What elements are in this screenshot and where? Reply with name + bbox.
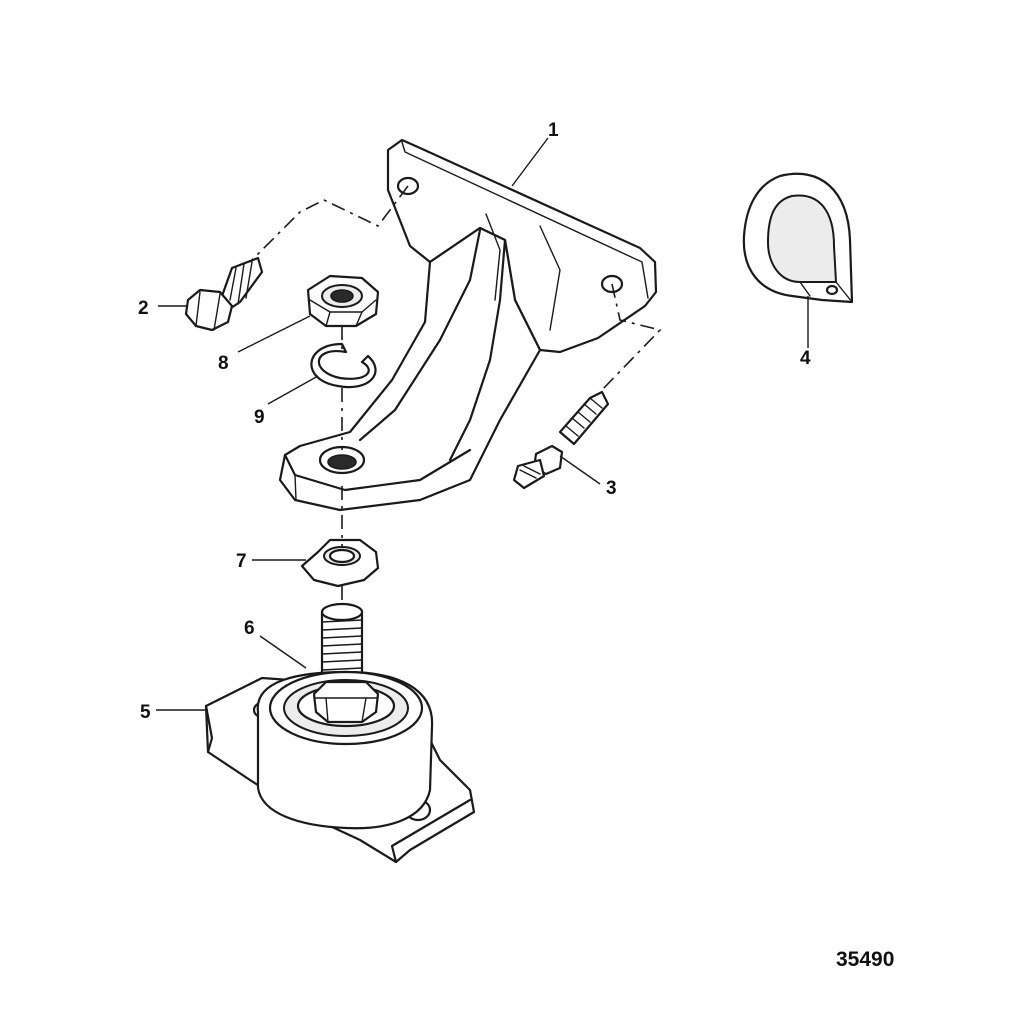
callout-5: 5 (140, 702, 151, 723)
callout-6: 6 (244, 618, 255, 639)
hex-nut (306, 274, 380, 328)
callout-7: 7 (236, 551, 247, 572)
d-cap (742, 172, 854, 304)
callout-8: 8 (218, 353, 229, 374)
tab-washer (300, 538, 380, 588)
callout-2: 2 (138, 298, 149, 319)
hex-bolt (184, 256, 264, 332)
callout-9: 9 (254, 407, 265, 428)
callout-1: 1 (548, 120, 559, 141)
mount-bracket (278, 138, 658, 512)
figure-number: 35490 (836, 948, 894, 971)
lock-washer (310, 342, 377, 389)
leader-lines (156, 137, 809, 711)
callout-4: 4 (800, 348, 811, 369)
assembly-lines (249, 185, 662, 606)
callout-3: 3 (606, 478, 617, 499)
stud (512, 390, 610, 490)
mount-base (204, 670, 476, 864)
